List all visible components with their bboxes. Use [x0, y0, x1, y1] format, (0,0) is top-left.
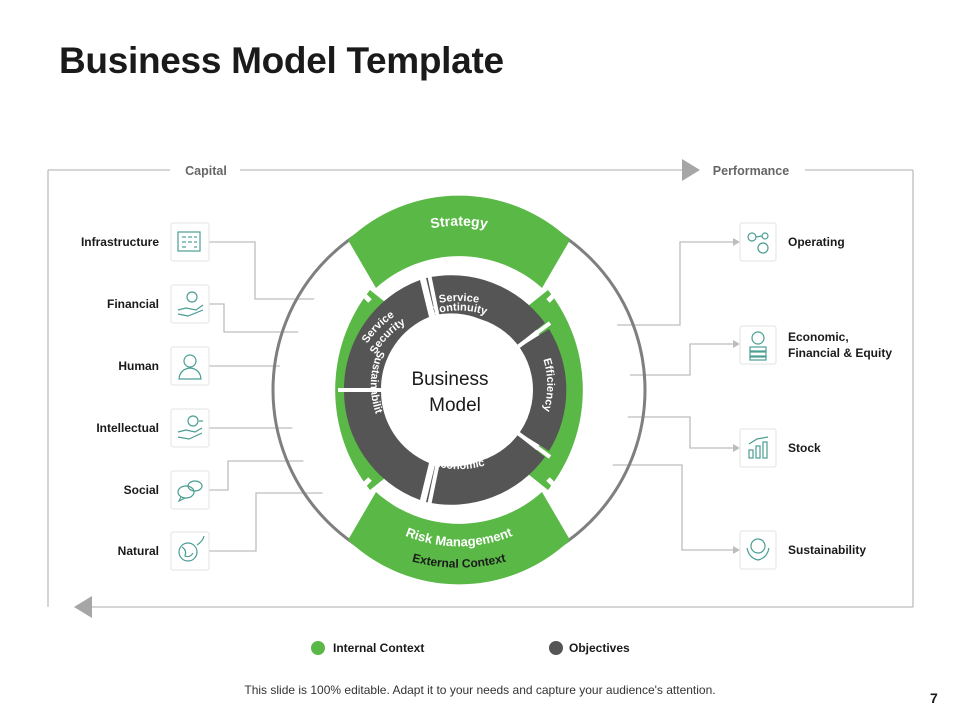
- risk-management-segment: [348, 492, 570, 585]
- performance-item-label: Sustainability: [788, 543, 866, 557]
- globe-hands-icon: [746, 538, 770, 561]
- performance-item: Economic, Financial & Equity: [739, 325, 892, 365]
- performance-item: Sustainability: [739, 530, 866, 570]
- building-icon: [177, 231, 201, 252]
- efficiency-segment: [517, 329, 567, 451]
- performance-item-label: Economic,: [788, 330, 849, 344]
- legend-objectives-label: Objectives: [569, 641, 630, 655]
- chat-bubbles-icon: [177, 480, 203, 503]
- governance-label: Governance: [287, 341, 309, 428]
- coin-stack-icon: [749, 331, 767, 361]
- page-number: 7: [930, 690, 938, 706]
- performance-item-label: Operating: [788, 235, 845, 249]
- legend-internal-label: Internal Context: [333, 641, 424, 655]
- idea-hand-icon: [177, 415, 203, 440]
- performance-item: Operating: [739, 222, 845, 262]
- center-label-line1: Business: [411, 369, 488, 390]
- capital-performance-frame: [47, 159, 914, 618]
- capital-item-label: Intellectual: [96, 421, 159, 435]
- back-arrow-icon: [74, 596, 92, 618]
- svg-text:Economic: Economic: [432, 457, 486, 472]
- performance-connectors: [600, 238, 740, 554]
- objectives-swatch: [549, 641, 563, 655]
- gears-icon: [747, 232, 769, 254]
- footer-note: This slide is 100% editable. Adapt it to…: [244, 683, 716, 697]
- capital-item: Financial: [107, 284, 210, 324]
- capital-item-label: Social: [124, 483, 159, 497]
- svg-text:Service: Service: [438, 292, 480, 306]
- performance-item-label-line2: Financial & Equity: [788, 346, 892, 360]
- svg-text:Results: Results: [439, 448, 480, 462]
- service-security-segment: [344, 280, 429, 388]
- svg-text:Governance: Governance: [287, 341, 309, 428]
- capital-list: Infrastructure Financial Human: [81, 222, 210, 571]
- forward-arrow-icon: [682, 159, 700, 181]
- sustainability-segment: [343, 390, 429, 500]
- person-icon: [178, 354, 202, 380]
- performance-item: Stock: [739, 428, 821, 468]
- capital-item-label: Natural: [118, 544, 159, 558]
- economic-results-label-2: Results: [439, 448, 480, 462]
- center-label-line2: Model: [429, 395, 481, 416]
- economic-results-label-1: Economic: [432, 457, 486, 472]
- capital-item: Infrastructure: [81, 222, 210, 262]
- performance-header: Performance: [713, 164, 789, 178]
- capital-item-label: Infrastructure: [81, 235, 159, 249]
- capital-item: Intellectual: [96, 408, 210, 448]
- performance-list: Operating Economic, Financial & Equity S…: [739, 222, 892, 570]
- objectives-ring: [343, 275, 567, 505]
- performance-item-label: Stock: [788, 441, 821, 455]
- money-hand-icon: [177, 291, 204, 317]
- capital-item-label: Financial: [107, 297, 159, 311]
- strategy-label: Strategy: [429, 213, 489, 232]
- page-title: Business Model Template: [59, 40, 504, 81]
- service-continuity-segment: [426, 275, 545, 347]
- bar-growth-icon: [748, 436, 769, 459]
- capital-item: Human: [118, 346, 210, 386]
- capital-item: Social: [124, 470, 210, 510]
- legend: Internal Context Objectives: [311, 641, 630, 655]
- service-continuity-label-1: Service: [438, 292, 480, 306]
- svg-text:Organization: Organization: [609, 339, 631, 430]
- svg-text:External Context: External Context: [411, 551, 507, 571]
- capital-connectors: [209, 241, 370, 552]
- economic-results-segment: [426, 433, 545, 505]
- organization-label: Organization: [609, 339, 631, 430]
- internal-context-swatch: [311, 641, 325, 655]
- capital-item: Natural: [118, 531, 210, 571]
- capital-item-label: Human: [118, 359, 159, 373]
- capital-header: Capital: [185, 164, 227, 178]
- external-context-label: External Context: [411, 551, 507, 571]
- strategy-segment: [348, 195, 570, 288]
- svg-text:Strategy: Strategy: [429, 213, 489, 232]
- globe-plant-icon: [178, 535, 205, 562]
